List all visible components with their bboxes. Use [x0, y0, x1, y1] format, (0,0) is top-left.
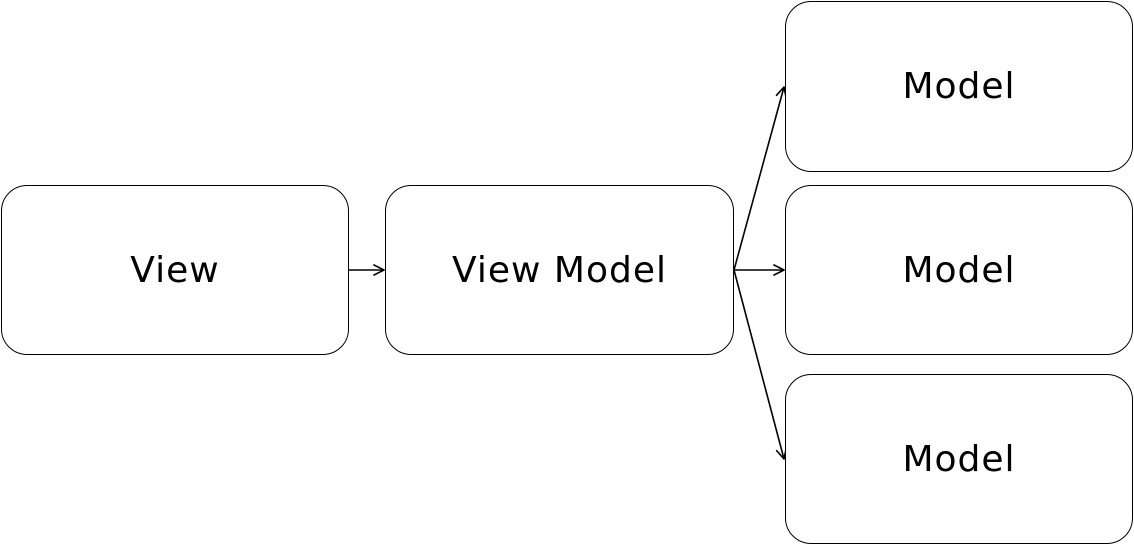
model-node-3: Model: [785, 374, 1133, 544]
edge-viewmodel-to-model-3: [733, 269, 788, 460]
viewmodel-node: View Model: [385, 185, 734, 355]
view-node: View: [1, 185, 349, 355]
view-node-label: View: [130, 249, 220, 291]
model-node-1: Model: [785, 1, 1133, 172]
model-node-1-label: Model: [902, 66, 1016, 107]
model-node-2-label: Model: [902, 249, 1016, 291]
model-node-3-label: Model: [902, 438, 1016, 480]
viewmodel-node-label: View Model: [452, 249, 667, 291]
model-node-2: Model: [785, 185, 1133, 355]
edge-viewmodel-to-model-1: [733, 86, 787, 271]
